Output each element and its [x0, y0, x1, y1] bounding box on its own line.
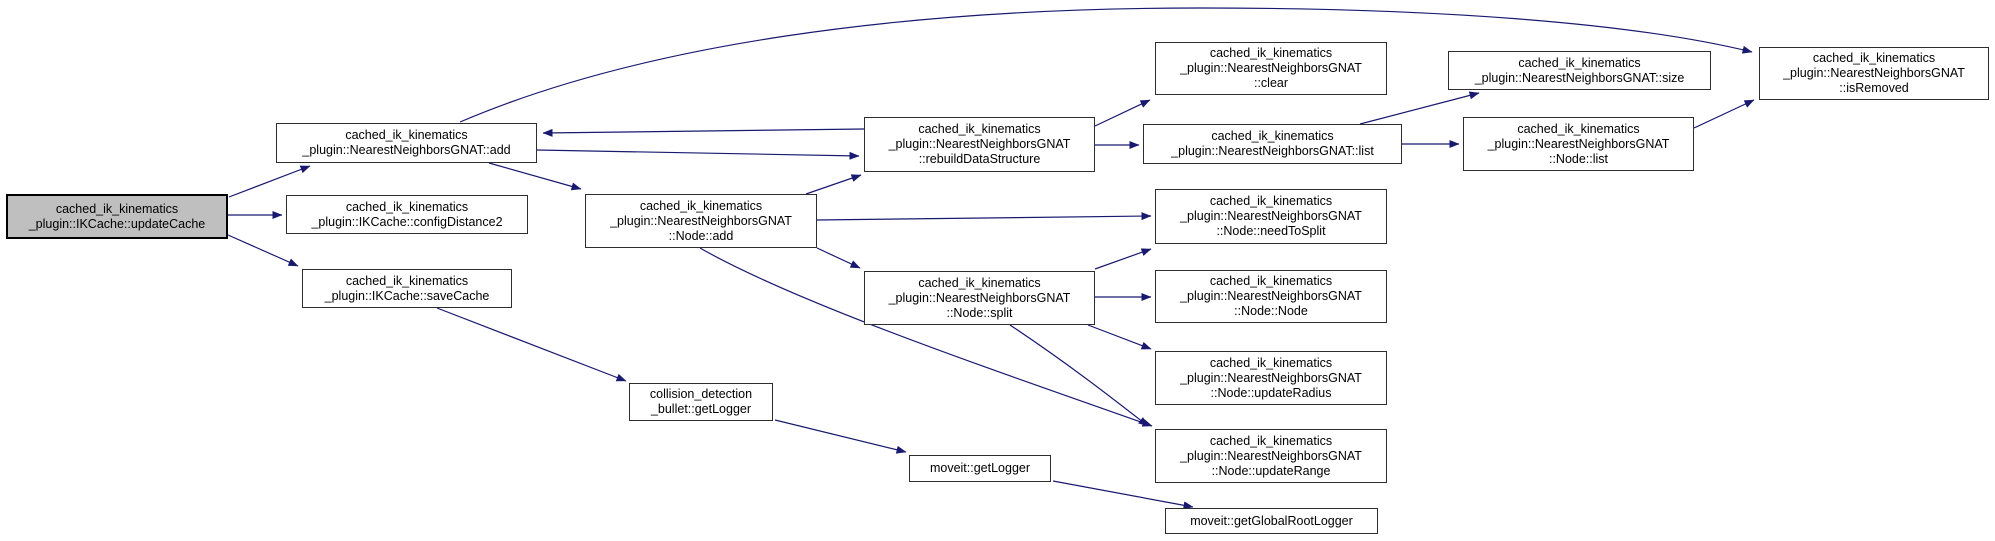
edge-add-to-rebuilddatastructure	[536, 149, 860, 160]
edge-updatecache-to-savecache	[227, 234, 299, 267]
node-label: cached_ik_kinematics	[1209, 274, 1333, 288]
edge-nodeadd-to-split	[816, 247, 861, 269]
node-needtosplit[interactable]: cached_ik_kinematics _plugin::NearestNei…	[1155, 189, 1387, 244]
node-isremoved[interactable]: cached_ik_kinematics _plugin::NearestNei…	[1759, 47, 1989, 100]
node-label: cached_ik_kinematics	[1209, 355, 1333, 370]
node-label: _plugin::NearestNeighborsGNAT	[1180, 289, 1362, 303]
node-savecache[interactable]: cached_ik_kinematics _plugin::IKCache::s…	[302, 269, 512, 308]
node-label: _plugin::NearestNeighborsGNAT::list	[1171, 144, 1374, 158]
node-label: cached_ik_kinematics	[1209, 46, 1333, 60]
edge-cdgetlogger-to-mvgetlogger	[774, 419, 907, 454]
node-label: _plugin::NearestNeighborsGNAT	[1180, 61, 1362, 75]
node-label: ::Node::needToSplit	[1216, 224, 1326, 238]
node-label: cached_ik_kinematics	[345, 128, 468, 142]
edge-split-to-needtosplit	[1094, 248, 1152, 270]
node-label: moveit::getGlobalRootLogger	[1190, 513, 1353, 528]
node-label: _plugin::IKCache::updateCache	[28, 216, 206, 231]
node-label: cached_ik_kinematics	[1211, 129, 1334, 143]
node-label: collision_detection	[649, 387, 753, 401]
node-label: cached_ik_kinematics	[639, 198, 763, 213]
node-node-list[interactable]: cached_ik_kinematics _plugin::NearestNei…	[1463, 117, 1694, 171]
node-node-node[interactable]: cached_ik_kinematics _plugin::NearestNei…	[1155, 270, 1387, 323]
node-label: moveit::getLogger	[929, 461, 1031, 475]
node-label: ::Node::updateRange	[1211, 463, 1331, 478]
node-gnat-node-add[interactable]: cached_ik_kinematics _plugin::NearestNei…	[585, 194, 817, 248]
edge-mvgetlogger-to-rootlogger	[1052, 480, 1194, 510]
node-label: _plugin::NearestNeighborsGNAT	[1180, 448, 1362, 463]
node-label: _plugin::NearestNeighborsGNAT	[1180, 370, 1362, 385]
node-label: cached_ik_kinematics	[1518, 55, 1641, 70]
edge-split-to-updateradius	[1087, 324, 1152, 350]
node-label: cached_ik_kinematics	[345, 199, 469, 214]
node-label: ::rebuildDataStructure	[918, 152, 1041, 166]
node-label: cached_ik_kinematics	[1812, 51, 1936, 65]
node-label: _plugin::NearestNeighborsGNAT::size	[1474, 70, 1685, 85]
node-label: cached_ik_kinematics	[55, 201, 179, 216]
node-label: ::isRemoved	[1839, 81, 1909, 95]
edge-nodeadd-to-updaterange	[699, 247, 1153, 427]
node-updateradius[interactable]: cached_ik_kinematics _plugin::NearestNei…	[1155, 351, 1387, 405]
node-gnat-list[interactable]: cached_ik_kinematics _plugin::NearestNei…	[1143, 124, 1402, 164]
node-configdistance2[interactable]: cached_ik_kinematics _plugin::IKCache::c…	[286, 195, 528, 234]
node-updatecache[interactable]: cached_ik_kinematics _plugin::IKCache::u…	[6, 194, 228, 239]
node-label: _bullet::getLogger	[650, 402, 752, 416]
edge-nodeadd-to-rebuilddatastructure	[805, 174, 862, 195]
edge-nodelist-to-isremoved	[1693, 99, 1755, 129]
node-label: ::Node::add	[668, 228, 734, 243]
node-label: cached_ik_kinematics	[1209, 433, 1333, 448]
node-node-split[interactable]: cached_ik_kinematics _plugin::NearestNei…	[864, 271, 1095, 325]
node-moveit-getlogger[interactable]: moveit::getLogger	[909, 455, 1051, 482]
node-cd-bullet-getlogger[interactable]: collision_detection _bullet::getLogger	[629, 383, 773, 421]
edge-add-to-isremoved	[459, 7, 1753, 123]
node-label: ::Node::Node	[1234, 304, 1308, 318]
edge-add-to-nodeadd	[488, 162, 582, 191]
node-label: _plugin::IKCache::saveCache	[324, 288, 490, 303]
node-label: _plugin::NearestNeighborsGNAT	[1783, 66, 1965, 80]
node-label: _plugin::NearestNeighborsGNAT	[888, 137, 1071, 151]
node-label: ::clear	[1253, 76, 1289, 90]
edge-savecache-to-cdgetlogger	[436, 307, 627, 382]
node-label: ::Node::updateRadius	[1210, 385, 1332, 400]
node-gnat-size[interactable]: cached_ik_kinematics _plugin::NearestNei…	[1448, 51, 1711, 90]
edge-list-to-size	[1359, 91, 1480, 125]
node-label: _plugin::NearestNeighborsGNAT	[888, 290, 1071, 305]
edge-split-to-updaterange	[1009, 324, 1149, 427]
node-clear[interactable]: cached_ik_kinematics _plugin::NearestNei…	[1155, 42, 1387, 95]
node-rebuilddatastructure[interactable]: cached_ik_kinematics _plugin::NearestNei…	[864, 117, 1095, 172]
node-getglobalrootlogger[interactable]: moveit::getGlobalRootLogger	[1165, 508, 1378, 534]
node-label: cached_ik_kinematics	[918, 275, 1041, 290]
node-label: cached_ik_kinematics	[1517, 121, 1640, 136]
edge-rebuilddatastructure-to-clear	[1094, 99, 1151, 127]
node-updaterange[interactable]: cached_ik_kinematics _plugin::NearestNei…	[1155, 429, 1387, 483]
node-label: cached_ik_kinematics	[1209, 194, 1333, 208]
edge-rebuilddatastructure-to-add	[542, 128, 865, 137]
node-label: _plugin::NearestNeighborsGNAT	[1487, 136, 1670, 151]
node-label: _plugin::IKCache::configDistance2	[311, 214, 503, 229]
node-label: cached_ik_kinematics	[918, 122, 1041, 136]
node-label: _plugin::NearestNeighborsGNAT::add	[302, 143, 511, 157]
node-label: _plugin::NearestNeighborsGNAT	[610, 213, 792, 228]
edge-nodeadd-to-needtosplit	[816, 212, 1152, 221]
node-label: ::Node::split	[946, 305, 1013, 320]
node-label: ::Node::list	[1548, 151, 1609, 166]
node-gnat-add[interactable]: cached_ik_kinematics _plugin::NearestNei…	[276, 123, 537, 163]
node-label: _plugin::NearestNeighborsGNAT	[1180, 209, 1362, 223]
node-label: cached_ik_kinematics	[345, 273, 469, 288]
edge-updatecache-to-add	[228, 165, 311, 198]
